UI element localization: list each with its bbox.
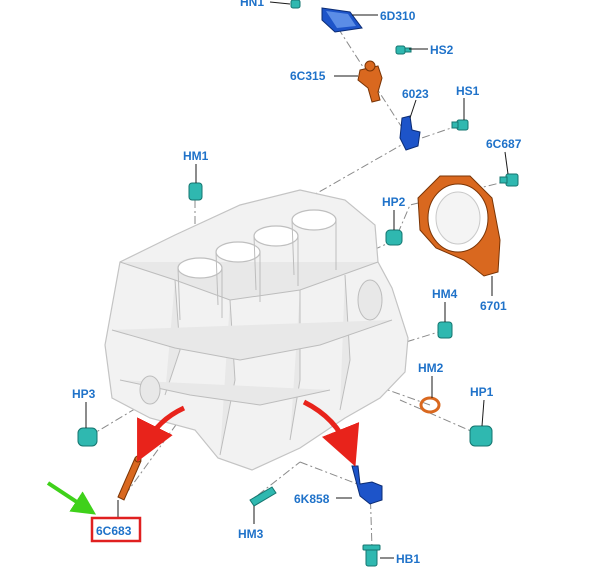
label-6c687: 6C687 [486, 137, 522, 151]
highlight-box [90, 516, 142, 543]
leader-lines [85, 1, 509, 559]
label-hb1: HB1 [396, 552, 420, 566]
hb1-bolt-icon [362, 544, 381, 567]
label-6c683: 6C683 [96, 524, 132, 538]
label-hp1: HP1 [470, 385, 494, 399]
hm1-dowel-icon [188, 182, 203, 201]
label-hs1: HS1 [456, 84, 480, 98]
red-arrow-right [302, 399, 360, 467]
housing-6c315-icon [357, 60, 383, 103]
hp1-plug-icon [469, 425, 493, 447]
label-6c315: 6C315 [290, 69, 326, 83]
part-labels: HN1 6D310 HS2 6C315 6023 HS1 6C687 HM1 H… [72, 0, 522, 566]
c6687-bolt-icon [499, 173, 519, 187]
label-hs2: HS2 [430, 43, 454, 57]
label-6d310: 6D310 [380, 9, 416, 23]
sensor-6k858-icon [351, 465, 383, 505]
green-arrow [46, 481, 97, 515]
bracket-6d310-icon [321, 7, 363, 33]
label-6701: 6701 [480, 299, 507, 313]
hm2-o-ring-icon [419, 396, 441, 414]
label-6023: 6023 [402, 87, 429, 101]
engine-block [104, 189, 409, 471]
label-hp3: HP3 [72, 387, 96, 401]
sensor-6023-icon [399, 115, 421, 151]
hm3-pin-icon [249, 486, 277, 507]
label-hp2: HP2 [382, 195, 406, 209]
label-hm4: HM4 [432, 287, 458, 301]
hn1-bolt-icon [290, 0, 301, 9]
hm4-dowel-icon [437, 321, 453, 339]
hs1-screw-icon [451, 119, 469, 131]
hp2-plug-icon [385, 229, 403, 246]
hs2-screw-icon [395, 45, 412, 55]
label-hm2: HM2 [418, 361, 444, 375]
label-hn1: HN1 [240, 0, 264, 9]
rear-seal-6701-icon [417, 175, 501, 277]
hp3-plug-icon [77, 427, 98, 447]
label-hm3: HM3 [238, 527, 264, 541]
label-hm1: HM1 [183, 149, 209, 163]
label-6k858: 6K858 [294, 492, 330, 506]
red-arrow-left [137, 405, 186, 462]
